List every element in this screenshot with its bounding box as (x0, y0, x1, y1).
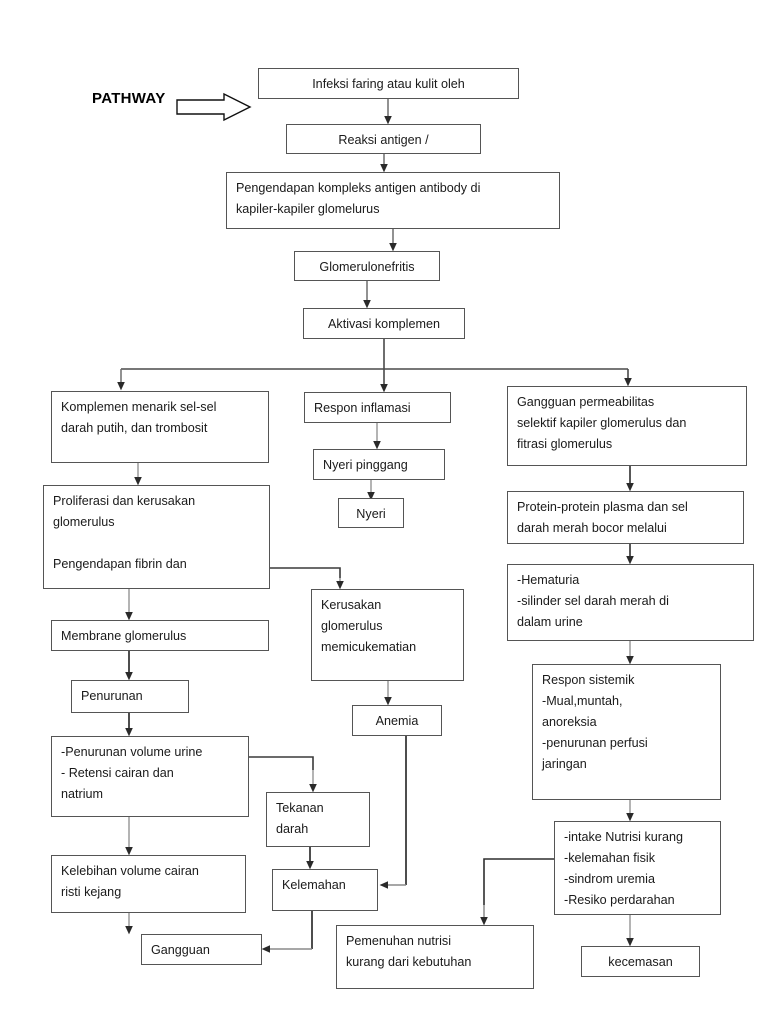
flow-node-n26: kecemasan (581, 946, 700, 977)
flow-node-n18: Tekanan darah (266, 792, 370, 847)
flow-node-n22: Protein-protein plasma dan sel darah mer… (507, 491, 744, 544)
flow-node-n24: Respon sistemik -Mual,muntah, anoreksia … (532, 664, 721, 800)
flow-node-n23: -Hematuria -silinder sel darah merah di … (507, 564, 754, 641)
flow-node-n04: Glomerulonefritis (294, 251, 440, 281)
flow-node-n14: Nyeri pinggang (313, 449, 445, 480)
flow-node-n12: Gangguan (141, 934, 262, 965)
flow-node-n05: Aktivasi komplemen (303, 308, 465, 339)
flow-node-n10: -Penurunan volume urine - Retensi cairan… (51, 736, 249, 817)
flow-node-n16: Kerusakan glomerulus memicukematian (311, 589, 464, 681)
pathway-title: PATHWAY (92, 90, 166, 107)
flow-node-n25: -intake Nutrisi kurang -kelemahan fisik … (554, 821, 721, 915)
flow-node-n06: Komplemen menarik sel-sel darah putih, d… (51, 391, 269, 463)
flow-node-n17: Anemia (352, 705, 442, 736)
flow-node-n19: Kelemahan (272, 869, 378, 911)
flow-node-n13: Respon inflamasi (304, 392, 451, 423)
edge-n07-n16-elbow (270, 567, 341, 578)
flow-node-n07: Proliferasi dan kerusakan glomerulus Pen… (43, 485, 270, 589)
flow-node-n08: Membrane glomerulus (51, 620, 269, 651)
flow-node-n01: Infeksi faring atau kulit oleh (258, 68, 519, 99)
edge-n10-n18-elbow (249, 756, 314, 770)
flow-node-n02: Reaksi antigen / (286, 124, 481, 154)
right-block-arrow-icon (176, 92, 252, 122)
flow-node-n20: Pemenuhan nutrisi kurang dari kebutuhan (336, 925, 534, 989)
flow-node-n11: Kelebihan volume cairan risti kejang (51, 855, 246, 913)
edge-n25-n20-elbow (483, 858, 554, 905)
flow-node-n03: Pengendapan kompleks antigen antibody di… (226, 172, 560, 229)
flow-node-n21: Gangguan permeabilitas selektif kapiler … (507, 386, 747, 466)
flow-node-n15: Nyeri (338, 498, 404, 528)
flow-node-n09: Penurunan (71, 680, 189, 713)
